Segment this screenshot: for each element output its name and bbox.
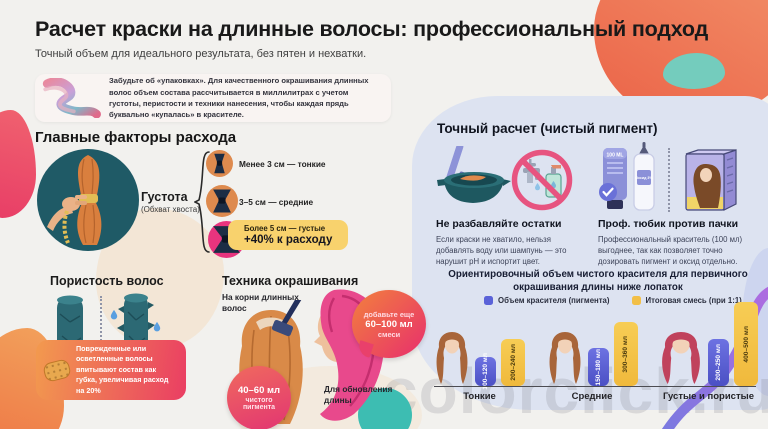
bar-value-label: 150–180 мл — [594, 348, 602, 386]
legend-item-pigment: Объем красителя (пигмента) — [484, 296, 610, 305]
bar-value-label: 100–120 мл — [482, 353, 489, 390]
length-label: Для обновления длины — [324, 384, 393, 405]
bubble-prefix: добавьте еще — [363, 309, 415, 319]
level-thin-label: Менее 3 см — тонкие — [239, 159, 326, 169]
tip2-title: Проф. тюбик против пачки — [598, 218, 739, 230]
porosity-heading: Пористость волос — [50, 274, 164, 288]
page-subtitle: Точный объем для идеального результата, … — [35, 48, 367, 60]
bar-category-label: Густые и пористые — [662, 391, 755, 402]
thin-hair-icon — [206, 150, 233, 177]
tube-volume-label: 100 ML — [607, 153, 624, 159]
oxide-label: Оксид 3% — [635, 176, 653, 180]
intro-note: Забудьте об «упаковках». Для качественно… — [35, 74, 391, 122]
roots-amount-note: чистого пигмента — [242, 397, 276, 411]
bar-category-label: Средние — [571, 391, 613, 402]
level-medium-label: 3–5 см — средние — [239, 197, 314, 207]
length-amount-bubble: добавьте еще 60–100 мл смеси — [352, 290, 426, 358]
chart-head-icon — [662, 332, 700, 384]
tip1-body: Если краски не хватило, нельзя добавлять… — [436, 235, 567, 267]
level-thick-callout: Более 5 см — густые +40% к расходу — [228, 220, 348, 250]
ponytail-measure-icon — [37, 149, 139, 251]
bar-group-3: 200–250 мл 400–500 мл Густые и пористые — [659, 302, 758, 404]
bar-mix-1: 200–240 мл — [501, 339, 525, 386]
calc-heading: Точный расчет (чистый пигмент) — [437, 121, 658, 136]
bar-pigment-1: 100–120 мл — [475, 353, 496, 390]
pro-tube-icon: 100 ML Оксид 3% — [599, 142, 655, 211]
density-label: Густота (Обхват хвоста) — [141, 190, 200, 214]
retail-box-icon — [685, 149, 737, 211]
no-dilute-icon — [511, 149, 573, 211]
volume-chart: 100–120 мл 200–240 мл Тонкие 150–180 мл 300–… — [434, 298, 758, 404]
tip1-title: Не разбавляйте остатки — [436, 218, 562, 230]
sponge-icon — [42, 357, 72, 383]
factors-heading: Главные факторы расхода — [35, 129, 237, 146]
bubble-amount: 60–100 мл — [365, 318, 413, 330]
density-label-sub: (Обхват хвоста) — [141, 205, 200, 214]
chart-head-icon — [549, 332, 580, 384]
hair-swatch-icon — [42, 78, 101, 118]
legend-swatch-pigment — [484, 296, 493, 305]
bar-value-label: 200–240 мл — [509, 344, 517, 381]
chart-title: Ориентировочный объем чистого красителя … — [448, 269, 748, 294]
icons-divider — [668, 148, 670, 212]
bar-group-1: 100–120 мл 200–240 мл Тонкие — [434, 330, 525, 404]
bar-pigment-2: 150–180 мл — [587, 348, 609, 386]
chart-head-icon — [436, 332, 468, 384]
density-label-title: Густота — [141, 190, 188, 204]
porosity-warning-text: Поврежденные или осветленные волосы впит… — [76, 343, 169, 395]
bar-mix-3: 400–500 мл — [734, 302, 758, 386]
legend-swatch-mix — [631, 296, 641, 305]
bar-group-2: 150–180 мл 300–360 мл Средние — [547, 322, 638, 404]
legend-label-pigment: Объем красителя (пигмента) — [498, 296, 610, 305]
bar-value-label: 300–360 мл — [622, 335, 629, 373]
intro-note-text: Забудьте об «упаковках». Для качественно… — [109, 76, 369, 120]
bubble-suffix: смеси — [377, 329, 401, 339]
technique-heading: Техника окрашивания — [222, 274, 359, 288]
roots-amount: 40–60 мл — [237, 385, 281, 396]
check-icon — [602, 187, 614, 197]
blob-left-red — [0, 110, 36, 218]
tip2-body: Профессиональный краситель (100 мл) выго… — [598, 235, 743, 267]
roots-amount-badge: 40–60 мл чистого пигмента — [227, 366, 291, 429]
bar-pigment-3: 200–250 мл — [708, 339, 729, 386]
bar-category-label: Тонкие — [463, 391, 496, 402]
bar-value-label: 200–250 мл — [715, 344, 722, 381]
dye-bowl-icon — [437, 146, 511, 203]
page-title: Расчет краски на длинные волосы: професс… — [35, 17, 709, 41]
bar-value-label: 400–500 мл — [742, 325, 750, 363]
medium-hair-icon — [206, 185, 238, 217]
level-thick-extra: +40% к расходу — [244, 234, 333, 246]
porosity-warning: Поврежденные или осветленные волосы впит… — [36, 340, 186, 400]
bar-mix-2: 300–360 мл — [613, 322, 638, 386]
roots-label: На корни длинных волос — [222, 292, 299, 313]
level-thick-label: Более 5 см — густые — [244, 224, 326, 233]
header: Расчет краски на длинные волосы: професс… — [35, 17, 708, 60]
